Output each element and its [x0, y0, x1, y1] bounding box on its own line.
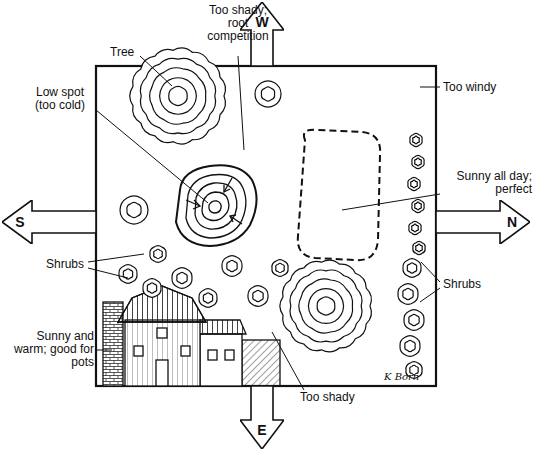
shrub — [150, 246, 166, 263]
sunny-bed-outline — [298, 130, 380, 260]
callout-label: Sunny all day; perfect — [444, 170, 532, 196]
tree — [130, 48, 226, 144]
tree — [280, 260, 372, 352]
compass-arrow: E — [240, 386, 284, 449]
shrub — [272, 260, 288, 277]
callout-label: Too shady — [300, 391, 355, 404]
compass-arrow: S — [2, 200, 96, 244]
shrub — [409, 221, 421, 234]
callout-label: Too shady; root competition — [200, 4, 276, 43]
compass-letter: S — [15, 215, 24, 229]
shrub — [413, 241, 425, 254]
shrub — [412, 199, 424, 212]
shrub — [222, 256, 242, 277]
shrub — [410, 133, 422, 146]
shrub — [143, 279, 161, 298]
compass-letter: E — [257, 423, 266, 437]
compass-arrow: N — [436, 200, 530, 244]
callout-label: Shrubs — [46, 258, 84, 271]
shrub — [120, 196, 148, 224]
shrub — [248, 286, 268, 307]
shrub — [412, 155, 424, 168]
shrub — [172, 268, 192, 289]
shrub — [400, 336, 420, 357]
callout-label: Low spot (too cold) — [24, 86, 96, 112]
callout-label: Too windy — [443, 81, 496, 94]
compass-letter: W — [255, 15, 268, 29]
shrub — [255, 81, 281, 107]
compass-letter: N — [507, 215, 517, 229]
shrub — [404, 310, 424, 331]
house — [103, 286, 280, 386]
callout-label: Shrubs — [443, 278, 481, 291]
leader-lines — [88, 56, 440, 390]
shrub — [199, 289, 217, 308]
shrub — [403, 259, 421, 278]
shrub — [408, 177, 420, 190]
callout-label: Tree — [110, 46, 134, 59]
shrub — [119, 265, 137, 284]
arrow-outline — [240, 386, 284, 449]
shrub — [398, 284, 418, 305]
artist-signature: K Born — [384, 370, 419, 383]
callout-label: Sunny and warm; good for pots — [4, 330, 94, 369]
low-spot — [176, 165, 257, 246]
